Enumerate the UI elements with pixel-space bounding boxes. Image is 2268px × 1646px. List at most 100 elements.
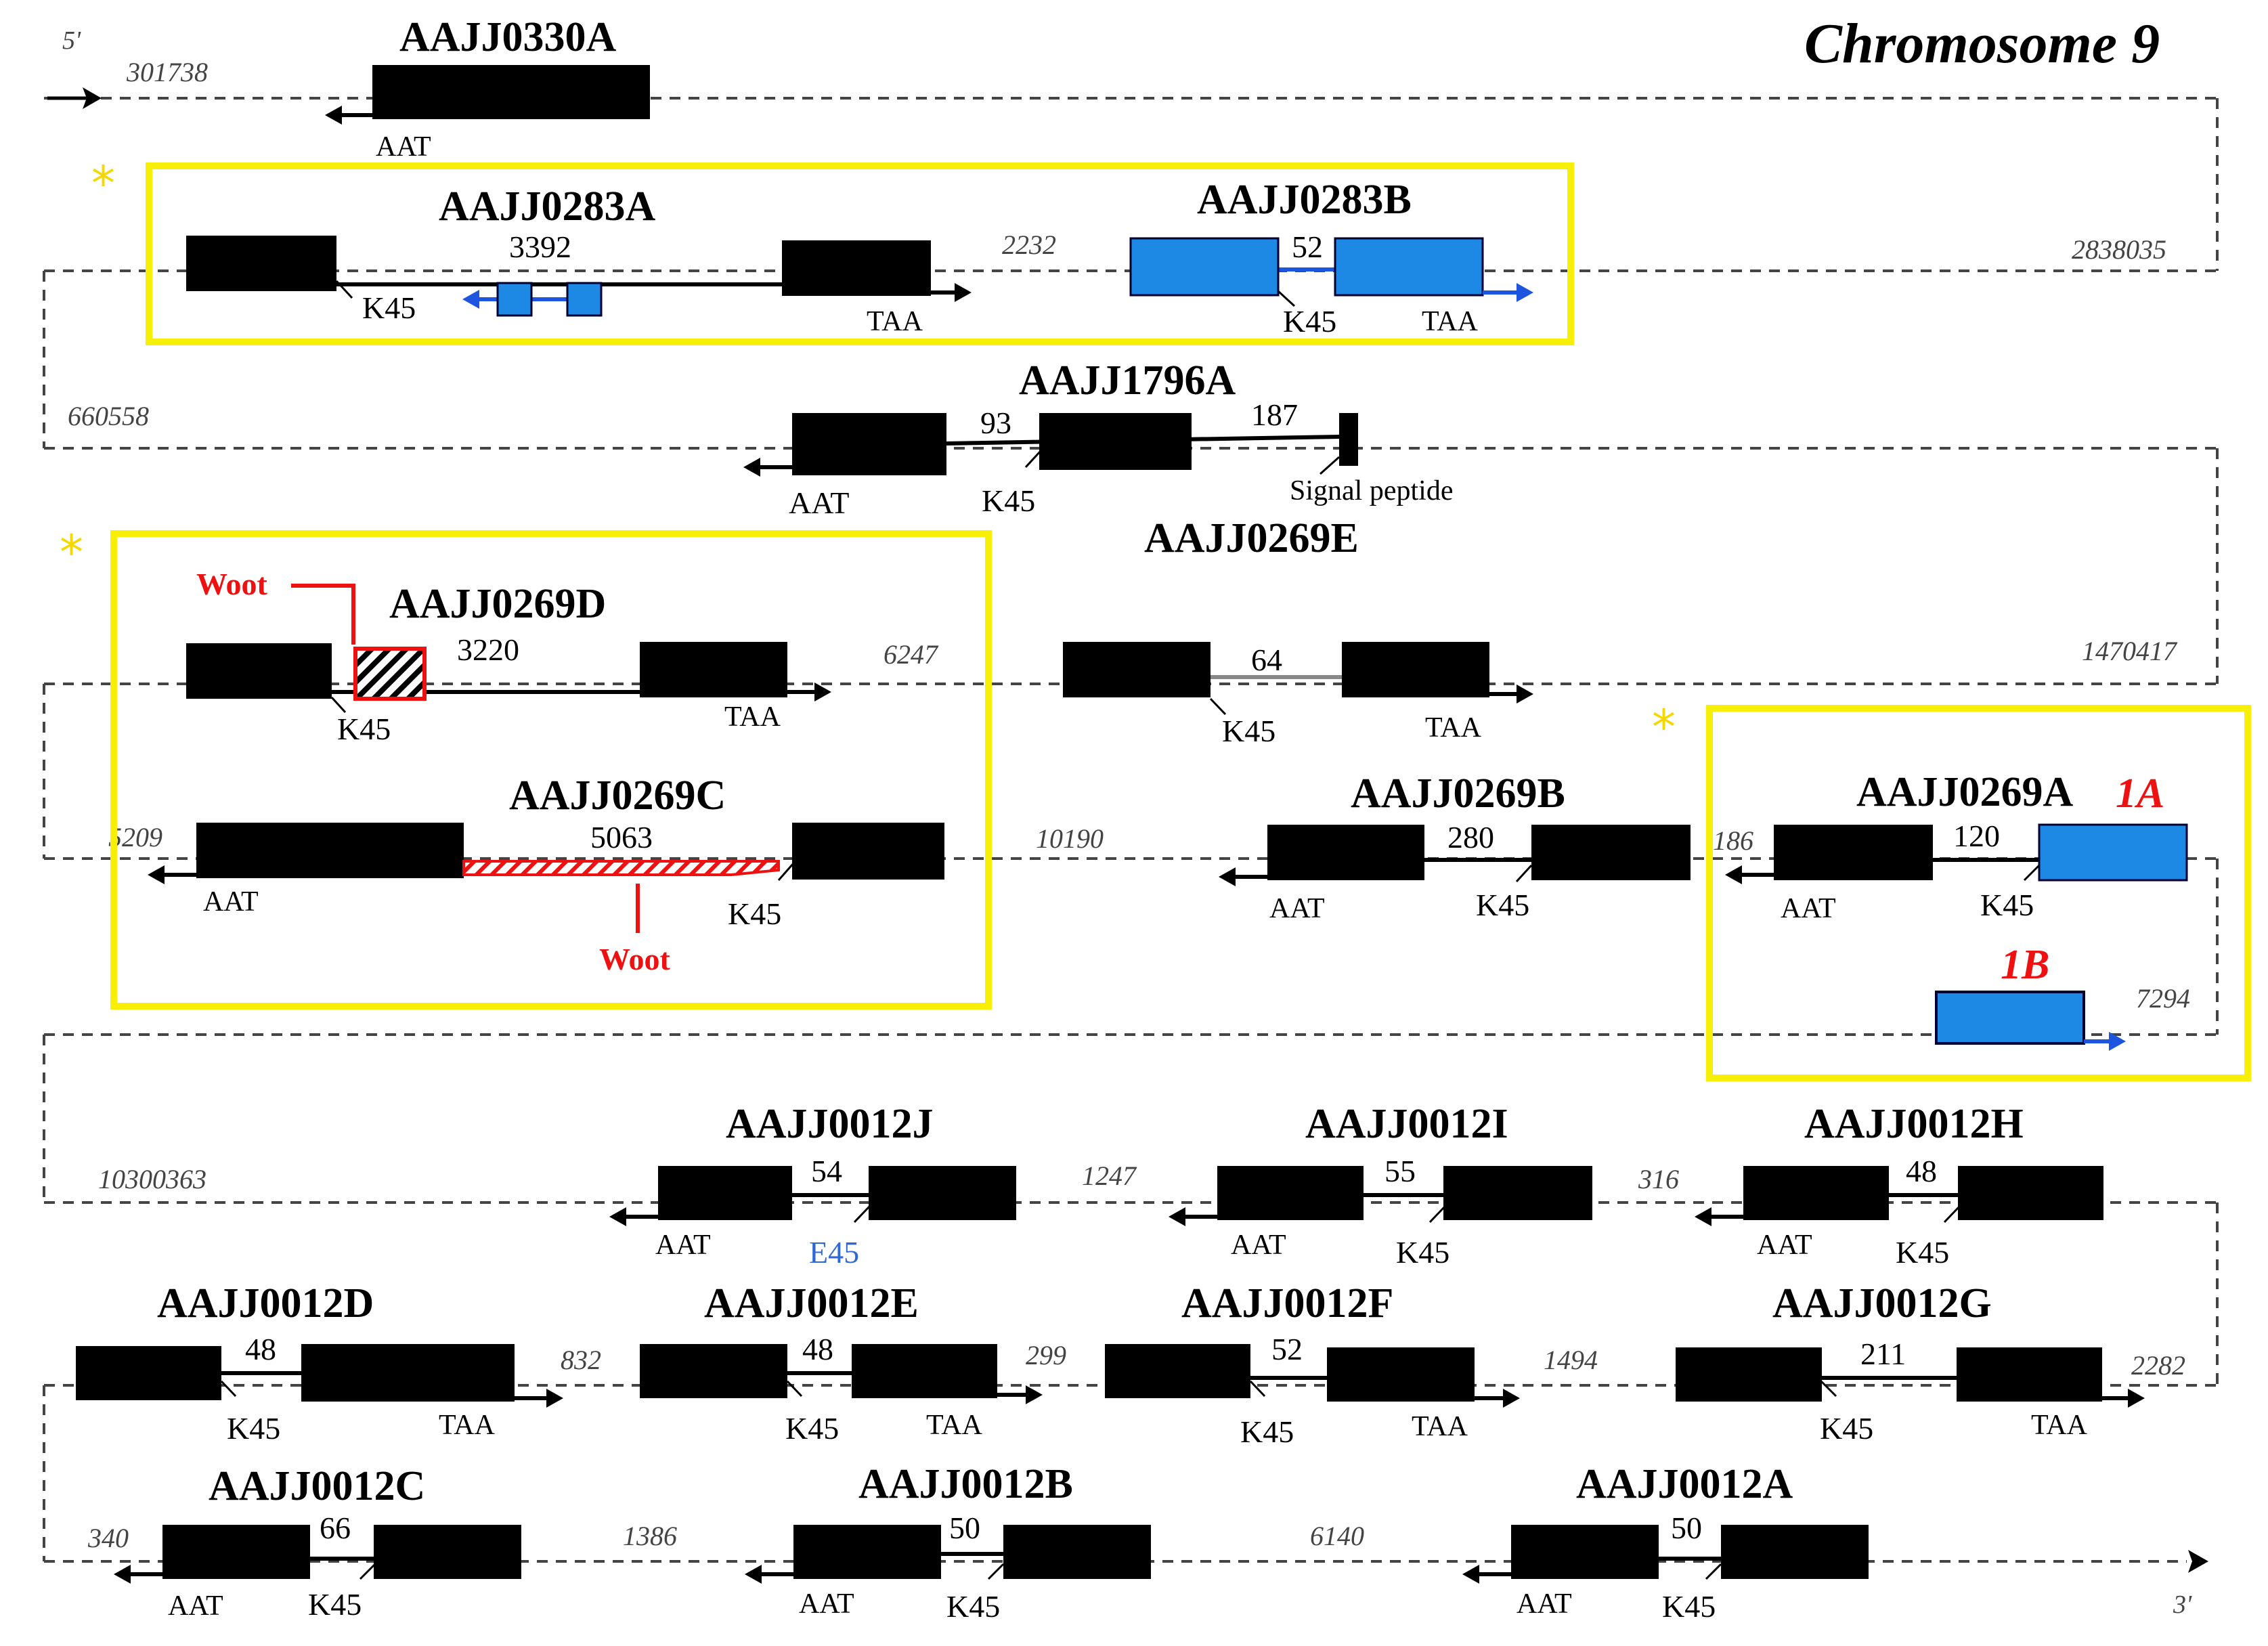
exon: [869, 1166, 1016, 1220]
intron-length: 52: [1292, 230, 1323, 264]
k45-label: K45: [1240, 1414, 1294, 1449]
gene-name: AAJJ0269B: [1351, 771, 1565, 817]
exon: [792, 823, 944, 880]
exon: [1676, 1347, 1822, 1402]
distance-label: 340: [87, 1523, 129, 1553]
gene-name: AAJJ0269E: [1144, 515, 1359, 561]
exon: [1342, 642, 1489, 697]
intron-length: 50: [1671, 1511, 1702, 1545]
gene-aajj0283a: AAJJ0283A 3392 K45 TAA: [186, 183, 972, 337]
arrow-left-icon: [609, 1207, 626, 1226]
distance-label: 2838035: [2072, 234, 2166, 265]
gene-aajj0012d: AAJJ0012D 48 K45 TAA: [76, 1280, 563, 1446]
gene-name: AAJJ0012J: [726, 1101, 934, 1147]
distance-label: 301738: [126, 57, 208, 87]
woot-label: Woot: [599, 942, 670, 976]
start-codon-label: AAT: [1517, 1588, 1572, 1620]
intron-length: 3220: [457, 632, 519, 667]
gene-aajj1796a: AAJJ1796A 93 187 AAT K45 Signal peptide: [743, 358, 1453, 520]
gene-name: AAJJ0012E: [704, 1280, 919, 1326]
exon-blue: [1334, 237, 1484, 297]
gene-name: AAJJ0330A: [399, 14, 617, 60]
exon: [162, 1525, 310, 1579]
gene-name: AAJJ0269D: [389, 581, 606, 627]
k45-label: K45: [728, 896, 781, 931]
exon-1b: [1935, 991, 2085, 1045]
gene-aajj0012f: AAJJ0012F 52 K45 TAA: [1105, 1280, 1520, 1449]
gene-aajj0012b: AAJJ0012B 50 AAT K45: [745, 1461, 1151, 1624]
intron-length: 48: [802, 1332, 833, 1366]
gene-aajj0269a: AAJJ0269A 1A 120 AAT K45 1B: [1725, 769, 2188, 1051]
distance-label: 316: [1638, 1164, 1679, 1194]
stop-codon-label: TAA: [867, 306, 923, 337]
k45-label: K45: [1980, 888, 2034, 922]
arrow-right-icon: [814, 683, 831, 701]
exon: [1063, 642, 1211, 697]
arrow-left-icon: [1219, 867, 1236, 886]
stop-codon-label: TAA: [2031, 1410, 2088, 1441]
exon-1a: [2038, 823, 2188, 882]
star-icon: *: [91, 156, 115, 211]
stop-codon-label: TAA: [1425, 712, 1482, 743]
distance-label: 6247: [884, 639, 939, 670]
exon: [782, 240, 931, 296]
exon: [186, 236, 336, 291]
woot-domain: [353, 647, 427, 701]
exon: [792, 413, 946, 475]
arrow-left-icon: [148, 865, 165, 884]
intron-length: 280: [1447, 820, 1494, 854]
e45-label: E45: [809, 1235, 859, 1270]
distance-label: 832: [561, 1345, 601, 1375]
gene-name: AAJJ0012I: [1305, 1101, 1508, 1147]
distance-label: 6140: [1310, 1521, 1364, 1551]
gene-aajj0269b: AAJJ0269B 280 AAT K45: [1219, 771, 1691, 924]
highlight-boxes: [110, 163, 2251, 1081]
distance-label: 660558: [68, 401, 149, 431]
start-codon-label: AAT: [789, 485, 849, 520]
arrow-left-icon: [325, 106, 342, 125]
k45-label: K45: [1662, 1589, 1716, 1624]
arrow-left-icon: [462, 290, 479, 309]
intron-length: 5063: [590, 820, 653, 854]
gene-name: AAJJ0012A: [1576, 1461, 1793, 1507]
intron-length: 48: [245, 1332, 276, 1366]
gene-aajj0012j: AAJJ0012J 54 AAT E45: [609, 1101, 1016, 1270]
end-arrow-icon: [2188, 1550, 2208, 1573]
exon: [1003, 1525, 1151, 1579]
gene-aajj0012e: AAJJ0012E 48 K45 TAA: [640, 1280, 1043, 1446]
exon: [1721, 1525, 1869, 1579]
start-codon-label: AAT: [168, 1590, 223, 1622]
highlight-box-aajj0269cd: [110, 530, 992, 1010]
start-codon-label: AAT: [376, 131, 431, 163]
gene-name: AAJJ1796A: [1019, 358, 1236, 404]
distance-labels: 301738 2232 2838035 660558 6247 1470417 …: [68, 57, 2190, 1553]
arrow-left-icon: [1695, 1207, 1711, 1226]
intron-length: 54: [811, 1154, 842, 1188]
distance-label: 186: [1713, 825, 1753, 856]
gene-name: AAJJ0269A: [1856, 769, 2074, 815]
distance-label: 5209: [108, 822, 162, 852]
arrow-right-icon: [1517, 283, 1533, 302]
gene-aajj0269c: AAJJ0269C 5063 Woot AAT K45: [148, 773, 944, 976]
exon: [186, 643, 332, 699]
gene-name: AAJJ0283A: [439, 183, 656, 230]
start-codon-label: AAT: [1269, 893, 1325, 924]
exon: [1957, 1347, 2102, 1402]
exon: [1327, 1347, 1475, 1402]
gene-aajj0283b: AAJJ0283B 52 K45 TAA: [1129, 177, 1533, 339]
k45-label: K45: [1896, 1235, 1949, 1270]
arrow-right-icon: [2109, 1032, 2126, 1051]
intron-length: 50: [949, 1511, 980, 1545]
k45-label: K45: [1283, 304, 1336, 339]
distance-label: 1386: [623, 1521, 677, 1551]
gene-aajj0012c: AAJJ0012C 66 AAT K45: [114, 1463, 521, 1622]
distance-label: 1470417: [2082, 636, 2178, 666]
start-codon-label: AAT: [203, 886, 259, 917]
gene-aajj0012i: AAJJ0012I 55 AAT K45: [1169, 1101, 1592, 1270]
exon: [1217, 1166, 1364, 1220]
arrow-right-icon: [1026, 1385, 1043, 1404]
isoform-1a-label: 1A: [2116, 771, 2164, 817]
stop-codon-label: TAA: [724, 701, 781, 733]
distance-label: 10190: [1036, 823, 1104, 854]
